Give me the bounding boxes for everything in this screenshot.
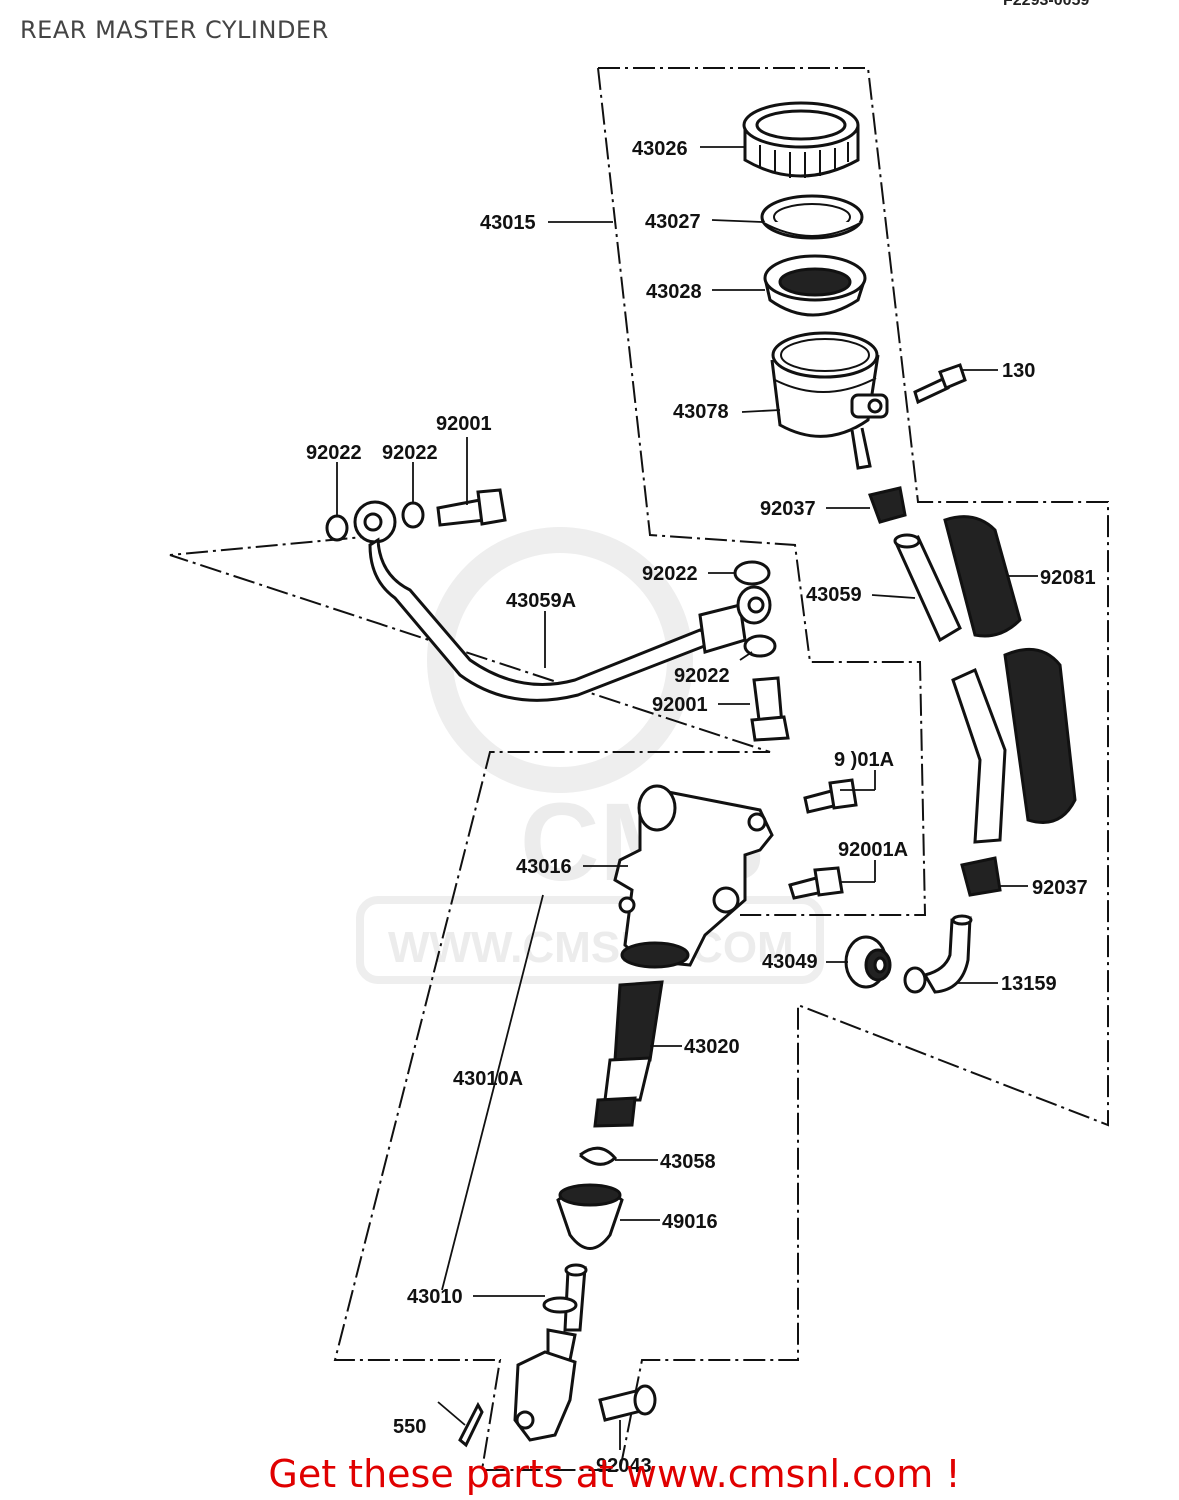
label-92037-lower: 92037 [1032,877,1088,899]
clevis-pin-icon [598,1384,657,1422]
label-43059: 43059 [806,584,862,606]
banjo-bolt-lower-icon [750,676,790,742]
outline-main [169,67,1109,1471]
part-number-labels: 43026 43027 43028 43015 43078 130 92037 … [306,138,1096,1477]
grommet-icon [844,935,892,989]
assembly-outlines [169,67,1109,1471]
lower-hose-icon [951,667,1007,844]
reservoir-icon [770,331,889,470]
label-92022-b: 92022 [382,442,438,464]
label-43015: 43015 [480,212,536,234]
label-92037-top: 92037 [760,498,816,520]
label-92001-top: 92001 [436,413,492,435]
label-92022-a: 92022 [306,442,362,464]
hose-clamp-icon [868,486,907,524]
page-title: REAR MASTER CYLINDER [20,16,329,44]
shop-link-text[interactable]: Get these parts at www.cmsnl.com ! [268,1452,961,1496]
reservoir-cap-icon [742,101,860,178]
label-92001a-top: 9 )01A [834,749,894,771]
figure-code: F2293-0059 [1003,0,1090,9]
label-92001a-lower: 92001A [838,839,908,861]
label-43049: 43049 [762,951,818,973]
dust-boot-icon [556,1183,624,1250]
push-rod-icon [542,1263,588,1362]
label-43028: 43028 [646,281,702,303]
parts-drawings [325,101,1077,1448]
label-92081: 92081 [1040,567,1096,589]
hose-clamp-lower-icon [960,856,1002,897]
label-43026: 43026 [632,138,688,160]
label-92001-lower: 92001 [652,694,708,716]
bolt-130-icon [913,363,967,405]
hose-protector-spring-icon [943,515,1077,824]
master-cylinder-body-icon [613,784,774,969]
label-43020: 43020 [684,1036,740,1058]
label-92022-c: 92022 [642,563,698,585]
cotter-pin-icon [458,1401,484,1448]
label-43010: 43010 [407,1286,463,1308]
piston-spring-icon [593,980,664,1128]
watermark-url: WWW.CMSNL.COM [388,923,794,972]
reservoir-hose-icon [893,533,962,643]
label-43016: 43016 [516,856,572,878]
shop-link[interactable]: Get these parts at www.cmsnl.com ! [0,1452,1179,1496]
diaphragm-plate-icon [760,194,864,240]
label-43027: 43027 [645,211,701,233]
label-43010a: 43010A [453,1068,523,1090]
label-49016: 49016 [662,1211,718,1233]
diaphragm-icon [763,254,867,317]
label-92022-d: 92022 [674,665,730,687]
label-43078: 43078 [673,401,729,423]
elbow-fitting-icon [903,914,973,994]
label-43058: 43058 [660,1151,716,1173]
washer-icon [325,501,777,658]
label-130: 130 [1002,360,1035,382]
mount-bolt-icon [788,778,858,900]
leader-lines [336,146,1038,1450]
brake-hose-icon [353,500,772,702]
banjo-bolt-top-icon [436,488,507,527]
label-92043: 92043 [596,1455,652,1477]
label-43059a: 43059A [506,590,576,612]
label-13159: 13159 [1001,973,1057,995]
circlip-icon [579,1146,618,1166]
label-550: 550 [393,1416,426,1438]
clevis-icon [513,1350,577,1442]
outline-reservoir [597,67,927,916]
